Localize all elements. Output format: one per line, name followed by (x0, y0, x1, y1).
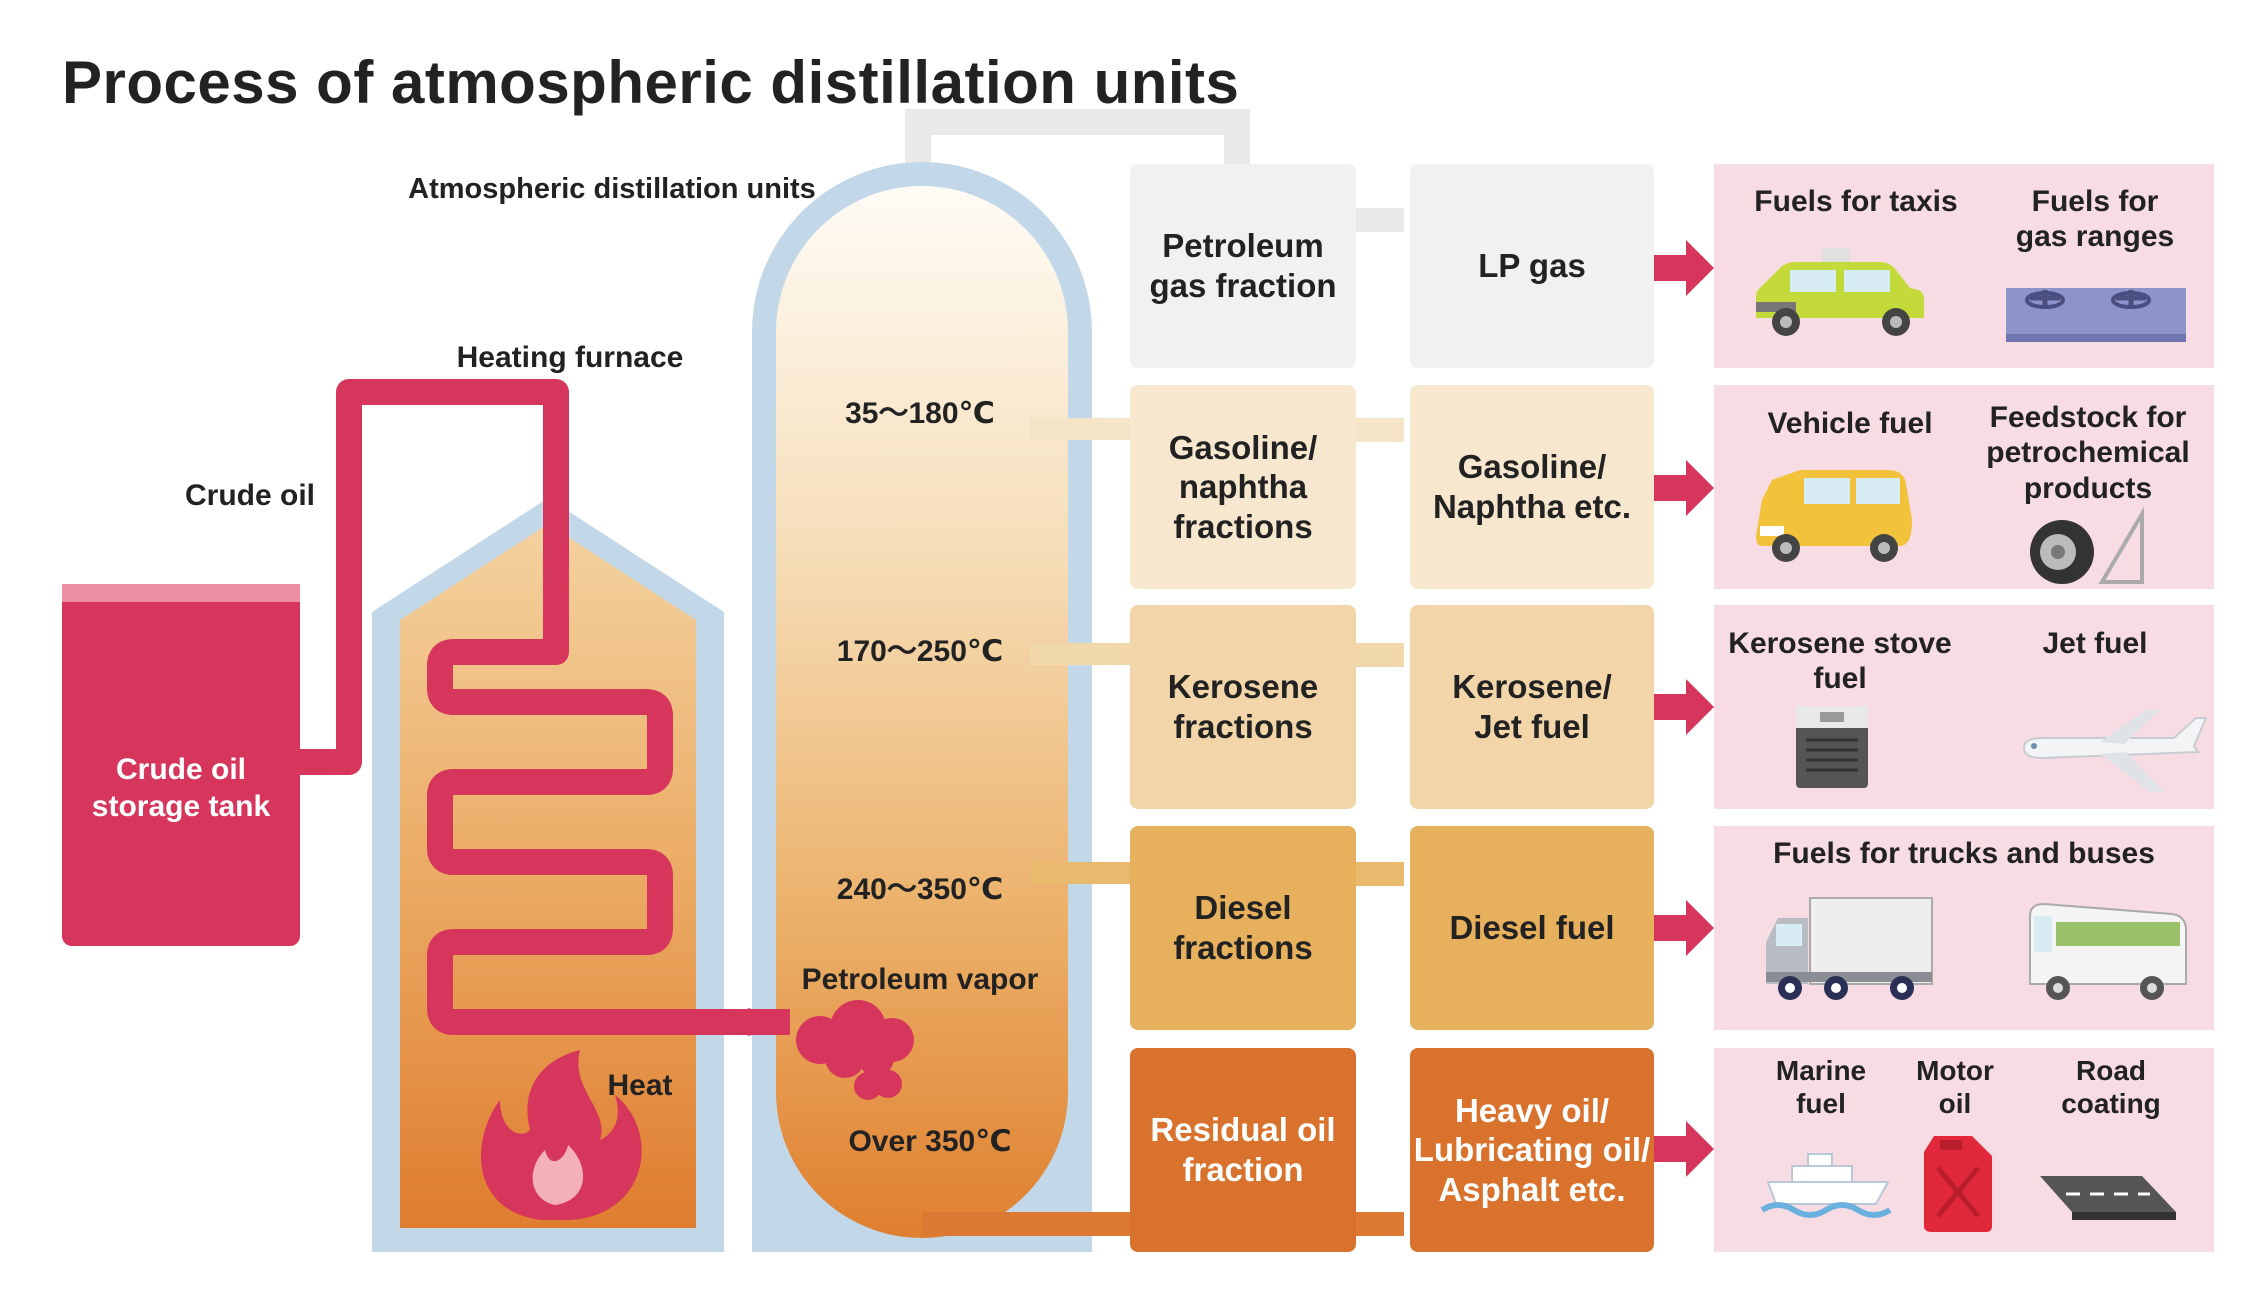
crude-oil-pipe (300, 379, 790, 1035)
fuel-can-icon (1924, 1136, 1992, 1232)
connector-kerosene (1030, 643, 1130, 665)
fraction-box-petroleum-gas: Petroleum gas fraction (1130, 164, 1356, 368)
product-box-heavy-oil: Heavy oil/ Lubricating oil/ Asphalt etc. (1410, 1048, 1654, 1252)
overhead-pipe (905, 109, 1250, 175)
arrows (1654, 240, 1714, 1177)
link-kerosene (1350, 643, 1404, 667)
bus-icon (2029, 902, 2187, 1000)
use-label-road-coating: Road coating (2061, 1055, 2161, 1120)
link-diesel (1350, 862, 1404, 886)
use-label-petrochemical: Feedstock for petrochemical products (1986, 401, 2190, 505)
road-icon (2040, 1176, 2176, 1220)
link-gasoline (1350, 418, 1404, 442)
label-crude-oil: Crude oil (184, 479, 315, 512)
temp-residual: Over 350℃ (848, 1125, 1012, 1158)
temp-kerosene: 170～250℃ (836, 635, 1004, 668)
use-label-jet-fuel: Jet fuel (2042, 627, 2148, 660)
taxi-icon (1756, 248, 1924, 336)
connector-diesel (1030, 862, 1130, 884)
page-title: Process of atmospheric distillation unit… (62, 49, 1240, 116)
product-box-diesel: Diesel fuel (1410, 826, 1654, 1030)
link-residual (1350, 1212, 1404, 1236)
use-label-trucks-buses: Fuels for trucks and buses (1773, 837, 2155, 870)
flame-icon (480, 1050, 642, 1220)
use-label-kerosene-stove: Kerosene stove fuel (1728, 627, 1952, 696)
airplane-icon (2022, 710, 2208, 792)
label-heating-furnace: Heating furnace (456, 341, 684, 374)
link-gas (1350, 208, 1404, 232)
tire-icon (2030, 506, 2144, 584)
use-label-vehicle-fuel: Vehicle fuel (1767, 407, 1933, 440)
storage-tank (62, 584, 300, 946)
car-icon (1756, 470, 1912, 562)
fraction-box-gasoline: Gasoline/ naphtha fractions (1130, 385, 1356, 589)
label-heat: Heat (607, 1069, 673, 1102)
truck-icon (1766, 897, 1933, 1000)
gas-range-icon (2006, 288, 2186, 342)
kerosene-stove-icon (1796, 706, 1868, 788)
use-label-marine-fuel: Marine fuel (1775, 1055, 1867, 1120)
petroleum-vapor-cloud (796, 1000, 914, 1100)
temp-diesel: 240～350℃ (836, 873, 1004, 906)
ship-icon (1760, 1153, 1892, 1218)
nozzle (748, 1008, 790, 1036)
label-petroleum-vapor: Petroleum vapor (801, 963, 1039, 996)
label-storage-tank: Crude oil storage tank (91, 753, 271, 823)
product-box-lp-gas: LP gas (1410, 164, 1654, 368)
use-label-gas-ranges: Fuels for gas ranges (2015, 185, 2175, 254)
temp-gasoline: 35～180℃ (845, 397, 995, 430)
fraction-box-residual: Residual oil fraction (1130, 1048, 1356, 1252)
connector-gasoline (1030, 418, 1130, 440)
use-label-motor-oil: Motor oil (1916, 1055, 1994, 1120)
storage-tank-lid (62, 584, 300, 602)
connector-residual (922, 1212, 1132, 1236)
fraction-box-diesel: Diesel fractions (1130, 826, 1356, 1030)
label-distillation-units: Atmospheric distillation units (408, 173, 816, 205)
product-box-kerosene: Kerosene/ Jet fuel (1410, 605, 1654, 809)
product-box-gasoline: Gasoline/ Naphtha etc. (1410, 385, 1654, 589)
tower-interior (776, 186, 1068, 1238)
use-label-taxis: Fuels for taxis (1754, 185, 1958, 218)
fraction-box-kerosene: Kerosene fractions (1130, 605, 1356, 809)
